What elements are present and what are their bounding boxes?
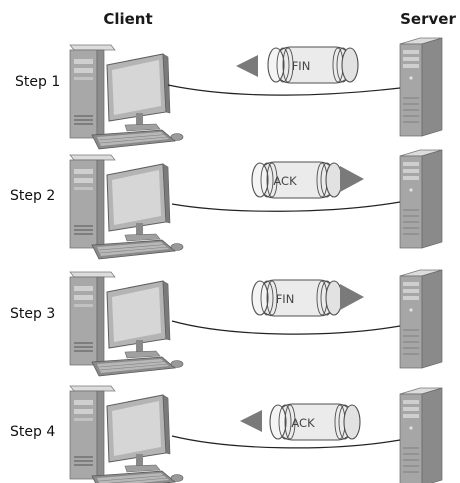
- message-capsule-icon: [267, 46, 359, 84]
- connection-line: [171, 435, 401, 449]
- message-label: ACK: [291, 416, 315, 430]
- step-2-label: Step 2: [10, 188, 55, 204]
- message-label: FIN: [292, 59, 311, 73]
- client-computer-icon: [69, 271, 184, 377]
- client-computer-icon: [69, 154, 184, 260]
- step-4-row: Step 4 ACK: [10, 385, 443, 483]
- server-header: Server: [400, 10, 456, 28]
- step-2-row: Step 2 ACK: [10, 149, 443, 260]
- connection-line: [171, 201, 401, 212]
- message-capsule-icon: [251, 161, 343, 199]
- server-tower-icon: [399, 269, 443, 369]
- step-1-label: Step 1: [15, 74, 60, 90]
- direction-arrow-left-icon: [240, 410, 262, 432]
- client-computer-icon: [69, 44, 184, 150]
- step-3-label: Step 3: [10, 306, 55, 322]
- step-3-row: Step 3 FIN: [10, 269, 443, 377]
- direction-arrow-right-icon: [340, 284, 364, 310]
- message-capsule-icon: [269, 403, 361, 441]
- client-computer-icon: [69, 385, 184, 483]
- step-1-row: Step 1 FIN: [15, 37, 443, 150]
- direction-arrow-left-icon: [236, 55, 258, 77]
- message-label: ACK: [273, 174, 297, 188]
- direction-arrow-right-icon: [340, 166, 364, 192]
- client-header: Client: [103, 10, 152, 28]
- server-tower-icon: [399, 149, 443, 249]
- connection-line: [167, 84, 401, 96]
- server-tower-icon: [399, 37, 443, 137]
- server-tower-icon: [399, 387, 443, 483]
- connection-line: [171, 320, 401, 335]
- message-label: FIN: [276, 292, 295, 306]
- message-capsule-icon: [251, 279, 343, 317]
- step-4-label: Step 4: [10, 424, 55, 440]
